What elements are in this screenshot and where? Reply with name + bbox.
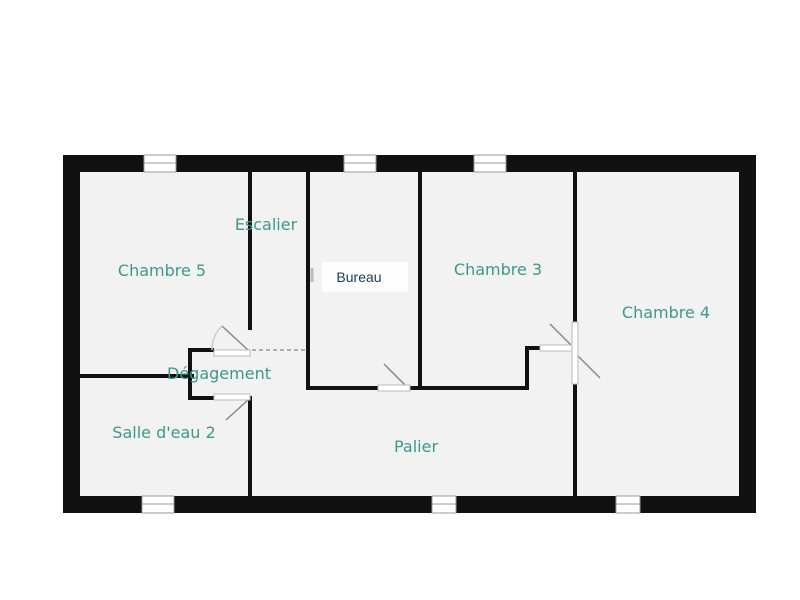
label-escalier: Escalier: [235, 215, 298, 234]
bureau-label-bg: [322, 262, 408, 292]
door-chambre4: [577, 355, 601, 379]
label-palier: Palier: [394, 437, 438, 456]
door-degagement-lower: [225, 399, 249, 421]
label-chambre-3: Chambre 3: [454, 260, 542, 279]
floor: [80, 172, 739, 496]
label-chambre-4: Chambre 4: [622, 303, 710, 322]
door-bureau: [383, 363, 409, 389]
door-degagement-upper: [221, 325, 249, 351]
door-chambre3: [549, 323, 573, 347]
label-bureau: Bureau: [336, 269, 381, 285]
interior-walls: [78, 170, 577, 498]
label-salle-deau-2: Salle d'eau 2: [112, 423, 215, 442]
label-degagement: Dégagement: [167, 364, 271, 383]
label-chambre-5: Chambre 5: [118, 261, 206, 280]
doors: [211, 321, 601, 421]
